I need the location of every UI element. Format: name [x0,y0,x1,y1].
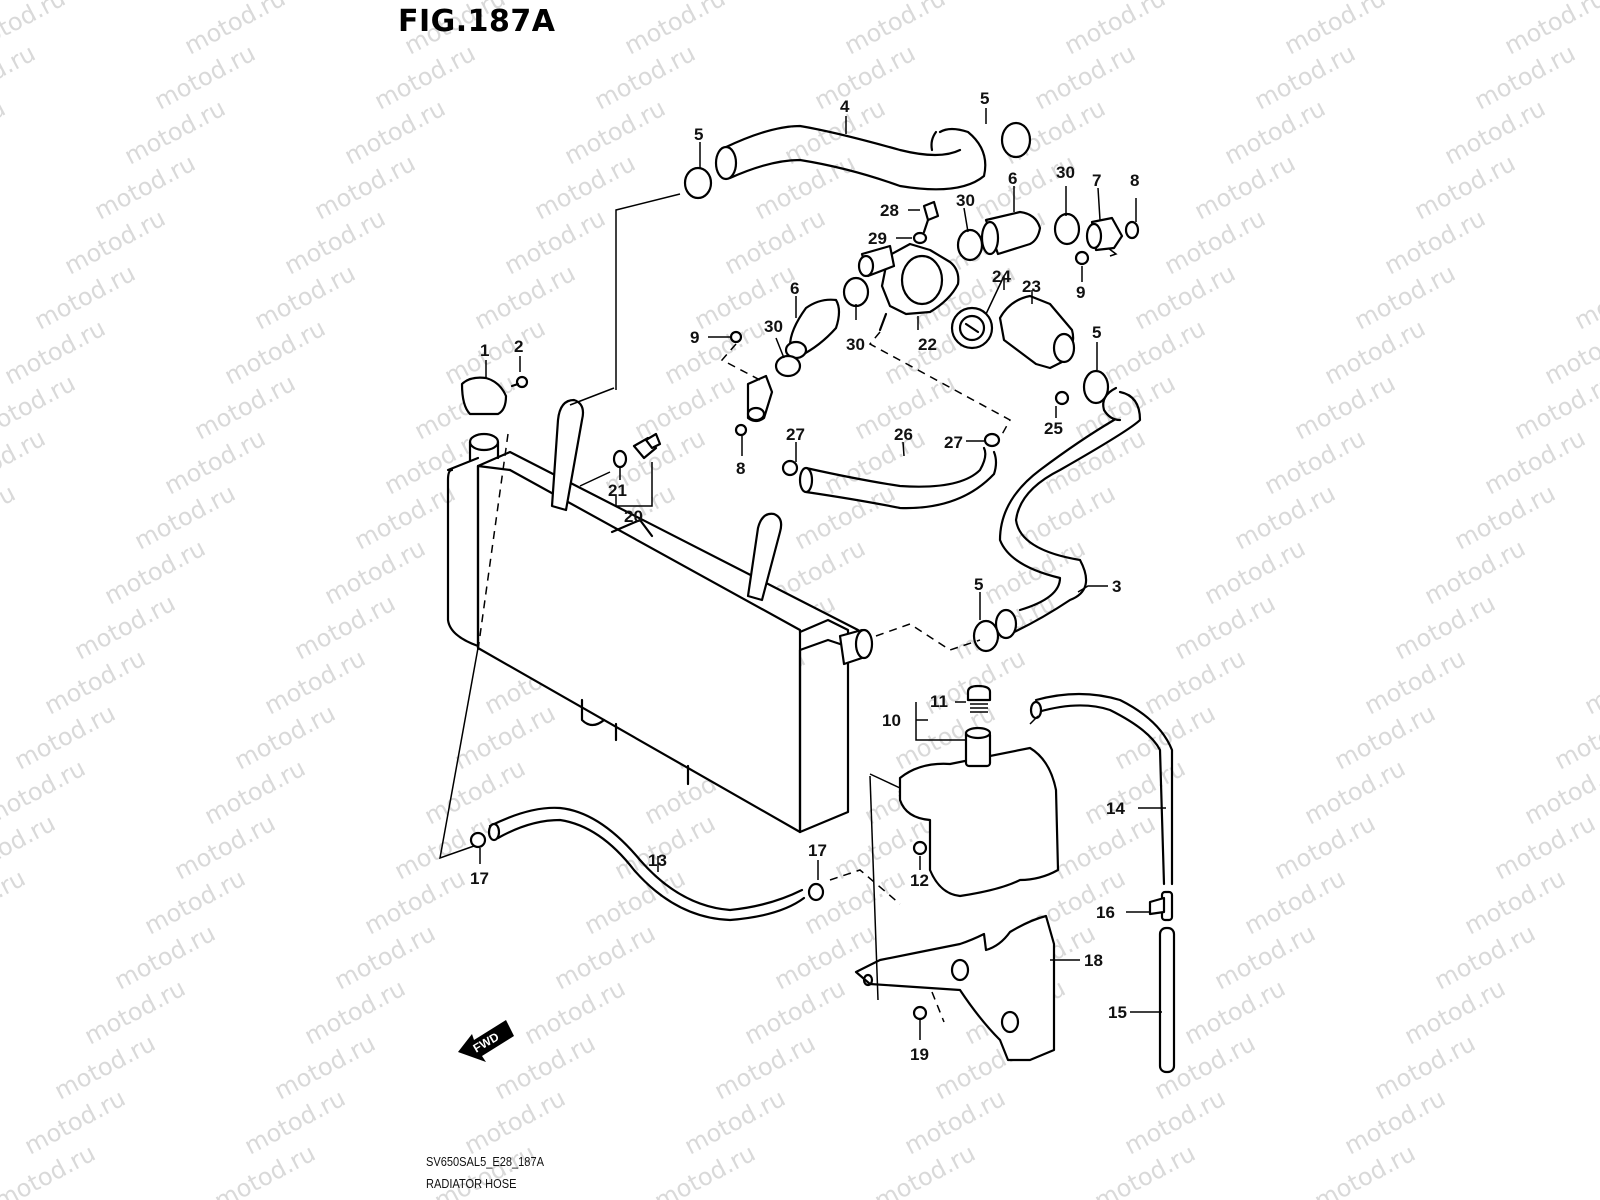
pipe-7 [1085,216,1124,252]
bolt-9b [1074,250,1090,266]
callout-22: 22 [918,335,937,354]
callout-24: 24 [992,267,1011,286]
callout-28: 28 [880,201,899,220]
clamp-5b [1000,121,1032,159]
bolt-25 [1054,390,1070,406]
callout-6b: 6 [790,279,799,298]
callout-11: 11 [930,692,948,711]
bolt-2 [510,375,529,389]
clamp-30c [774,354,802,378]
callout-8b: 8 [736,459,745,478]
figure-name: RADIATOR HOSE [426,1176,517,1191]
gasket-21 [612,449,628,469]
clamp-30d [842,276,870,308]
callout-5a: 5 [694,125,703,144]
guide-lines [569,193,1118,1023]
clamp-5a [683,166,713,200]
o-ring-8-lower [734,423,748,437]
callout-20: 20 [624,507,643,526]
figure-title: FIG.187A [398,4,556,39]
callout-23: 23 [1022,277,1041,296]
bolt-19 [912,1005,928,1021]
callout-27b: 27 [944,433,963,452]
callout-30a: 30 [956,191,975,210]
clamp-17a [469,831,487,849]
o-ring-8-upper [1124,220,1140,240]
clamp-27a [781,459,799,477]
bolt-9a [729,330,743,344]
callout-5d: 5 [974,575,983,594]
hose-13 [487,806,806,922]
clamp-30a [956,228,984,262]
joint-16 [1148,890,1174,922]
callout-3: 3 [1112,577,1121,596]
forward-direction-badge: FWD [458,1020,514,1062]
hose-15 [1158,926,1176,1074]
callout-30d: 30 [846,335,865,354]
callout-5c: 5 [1092,323,1101,342]
callout-labels: 1 2 3 4 5 5 5 5 6 6 7 8 8 9 9 10 11 12 1… [470,89,1139,1064]
callout-21: 21 [608,481,627,500]
thermostat-housing-22 [857,242,960,332]
callout-17a: 17 [470,869,489,888]
hose-3 [994,386,1142,640]
clamp-17b [807,882,825,902]
callout-15: 15 [1108,1003,1127,1022]
callout-12: 12 [910,871,929,890]
figure-code: SV650SAL5_E28_187A [426,1154,544,1169]
callout-26: 26 [894,425,913,444]
radiator [439,398,874,860]
radiator-cap-1 [460,376,508,416]
sensor-28 [922,200,940,234]
callout-2: 2 [514,337,523,356]
clamp-30b [1053,212,1081,246]
hose-26 [798,446,998,510]
callout-10: 10 [882,711,901,730]
callout-17b: 17 [808,841,827,860]
clamp-5d [972,619,1000,653]
callout-4: 4 [840,97,850,116]
callout-6a: 6 [1008,169,1017,188]
callout-16: 16 [1096,903,1115,922]
callout-25: 25 [1044,419,1063,438]
callout-9a: 9 [690,328,699,347]
callout-18: 18 [1084,951,1103,970]
sensor-20 [632,432,662,460]
thermostat-24 [950,306,994,350]
leader-lines [479,108,1166,1040]
clamp-27b [983,432,1001,448]
hose-6-upper [980,210,1042,256]
hose-6-lower [784,298,841,360]
callout-9b: 9 [1076,283,1085,302]
cover-23 [998,294,1076,370]
callout-7: 7 [1092,171,1101,190]
outlet-pipe [746,374,774,423]
callout-13: 13 [648,851,667,870]
callout-5b: 5 [980,89,989,108]
callout-27a: 27 [786,425,805,444]
callout-19: 19 [910,1045,929,1064]
callout-30c: 30 [764,317,783,336]
clamp-5c [1082,369,1110,405]
callout-29: 29 [868,229,887,248]
callout-30b: 30 [1056,163,1075,182]
callout-1: 1 [480,341,489,360]
reservoir-tank [898,684,1060,898]
bracket-18 [854,914,1056,1062]
bolt-12 [912,840,928,856]
hose-4 [714,124,987,191]
callout-14: 14 [1106,799,1125,818]
washer-29 [912,231,928,245]
callout-8a: 8 [1130,171,1139,190]
